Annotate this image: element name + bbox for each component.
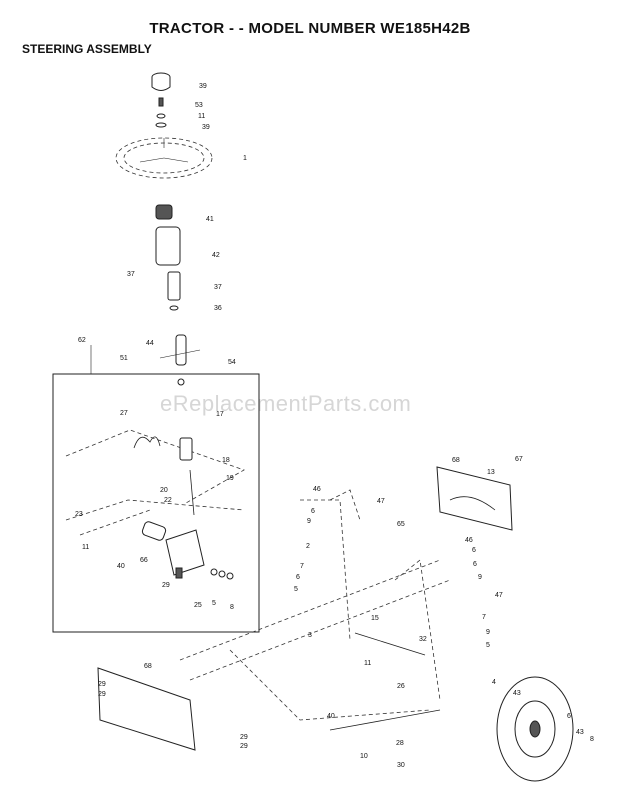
callout-label: 26 <box>397 683 405 690</box>
callout-label: 4 <box>492 679 496 686</box>
callout-label: 9 <box>486 629 490 636</box>
left-plate <box>97 667 196 751</box>
callout-label: 29 <box>98 681 106 688</box>
callout-label: 51 <box>120 355 128 362</box>
callout-label: 40 <box>327 713 335 720</box>
callout-label: 29 <box>98 691 106 698</box>
wheel <box>496 676 574 782</box>
callout-label: 7 <box>300 563 304 570</box>
callout-label: 3 <box>308 632 312 639</box>
callout-label: 27 <box>120 410 128 417</box>
callout-label: 15 <box>371 615 379 622</box>
steering-shaft <box>159 334 201 366</box>
steering-wheel <box>115 137 213 179</box>
callout-label: 30 <box>397 762 405 769</box>
steering-column-sleeve <box>155 226 181 266</box>
callout-label: 9 <box>478 574 482 581</box>
tie-rod <box>329 709 441 731</box>
callout-label: 11 <box>198 113 205 120</box>
bracket <box>165 529 205 576</box>
steering-adapter <box>155 204 173 220</box>
callout-label: 1 <box>243 155 247 162</box>
callout-label: 46 <box>465 537 473 544</box>
washer <box>156 113 166 119</box>
callout-label: 40 <box>117 563 125 570</box>
callout-label: 13 <box>487 469 495 476</box>
callout-label: 37 <box>127 271 135 278</box>
callout-label: 39 <box>199 83 207 90</box>
callout-label: 5 <box>486 642 490 649</box>
callout-label: 65 <box>397 521 405 528</box>
steering-cap <box>151 72 171 91</box>
callout-label: 6 <box>296 574 300 581</box>
callout-label: 68 <box>452 457 460 464</box>
callout-label: 37 <box>214 284 222 291</box>
steering-gear <box>179 437 195 516</box>
callout-label: 36 <box>214 305 222 312</box>
callout-label: 29 <box>162 582 170 589</box>
callout-label: 67 <box>515 456 523 463</box>
inset-frame-lines <box>65 429 245 536</box>
section-title: STEERING ASSEMBLY <box>22 42 152 56</box>
callout-label: 9 <box>307 518 311 525</box>
callout-label: 7 <box>482 614 486 621</box>
callout-label: 19 <box>226 475 234 482</box>
callout-label: 6 <box>567 713 571 720</box>
callout-label: 18 <box>222 457 230 464</box>
column-bushing <box>167 271 181 301</box>
callout-label: 6 <box>473 561 477 568</box>
callout-labels: 39 53 11 39 1 41 42 37 37 36 62 44 51 54… <box>75 83 594 769</box>
pinion <box>141 521 167 541</box>
callout-label: 6 <box>311 508 315 515</box>
callout-label: 62 <box>78 337 86 344</box>
callout-label: 54 <box>228 359 236 366</box>
callout-label: 5 <box>212 600 216 607</box>
callout-label: 42 <box>212 252 220 259</box>
callout-label: 11 <box>364 660 371 667</box>
washer <box>155 122 167 128</box>
callout-label: 8 <box>590 736 594 743</box>
drag-link <box>354 632 426 656</box>
callout-label: 23 <box>75 511 83 518</box>
callout-label: 68 <box>144 663 152 670</box>
callout-label: 53 <box>195 102 203 109</box>
callout-label: 17 <box>216 411 224 418</box>
washer <box>169 305 179 311</box>
callout-label: 22 <box>164 497 172 504</box>
callout-label: 11 <box>82 544 89 551</box>
callout-label: 44 <box>146 340 154 347</box>
callout-label: 29 <box>240 743 248 750</box>
callout-label: 46 <box>313 486 321 493</box>
spring <box>133 436 161 449</box>
callout-label: 8 <box>230 604 234 611</box>
callout-label: 10 <box>360 753 368 760</box>
callout-label: 43 <box>513 690 521 697</box>
callout-label: 2 <box>306 543 310 550</box>
screw <box>158 97 164 107</box>
callout-label: 47 <box>377 498 385 505</box>
watermark: eReplacementParts.com <box>160 391 412 416</box>
callout-label: 66 <box>140 557 148 564</box>
callout-label: 5 <box>294 586 298 593</box>
callout-label: 6 <box>472 547 476 554</box>
inset-frame <box>52 373 260 633</box>
ring <box>177 378 185 386</box>
callout-label: 47 <box>495 592 503 599</box>
axle-frame <box>179 489 451 721</box>
callout-label: 28 <box>396 740 404 747</box>
callout-label: 32 <box>419 636 427 643</box>
side-bracket <box>436 466 513 531</box>
callout-label: 25 <box>194 602 202 609</box>
callout-label: 41 <box>206 216 214 223</box>
diagram-title: TRACTOR - - MODEL NUMBER WE185H42B <box>149 20 471 37</box>
callout-label: 39 <box>202 124 210 131</box>
callout-label: 43 <box>576 729 584 736</box>
callout-label: 29 <box>240 734 248 741</box>
callout-label: 20 <box>160 487 168 494</box>
